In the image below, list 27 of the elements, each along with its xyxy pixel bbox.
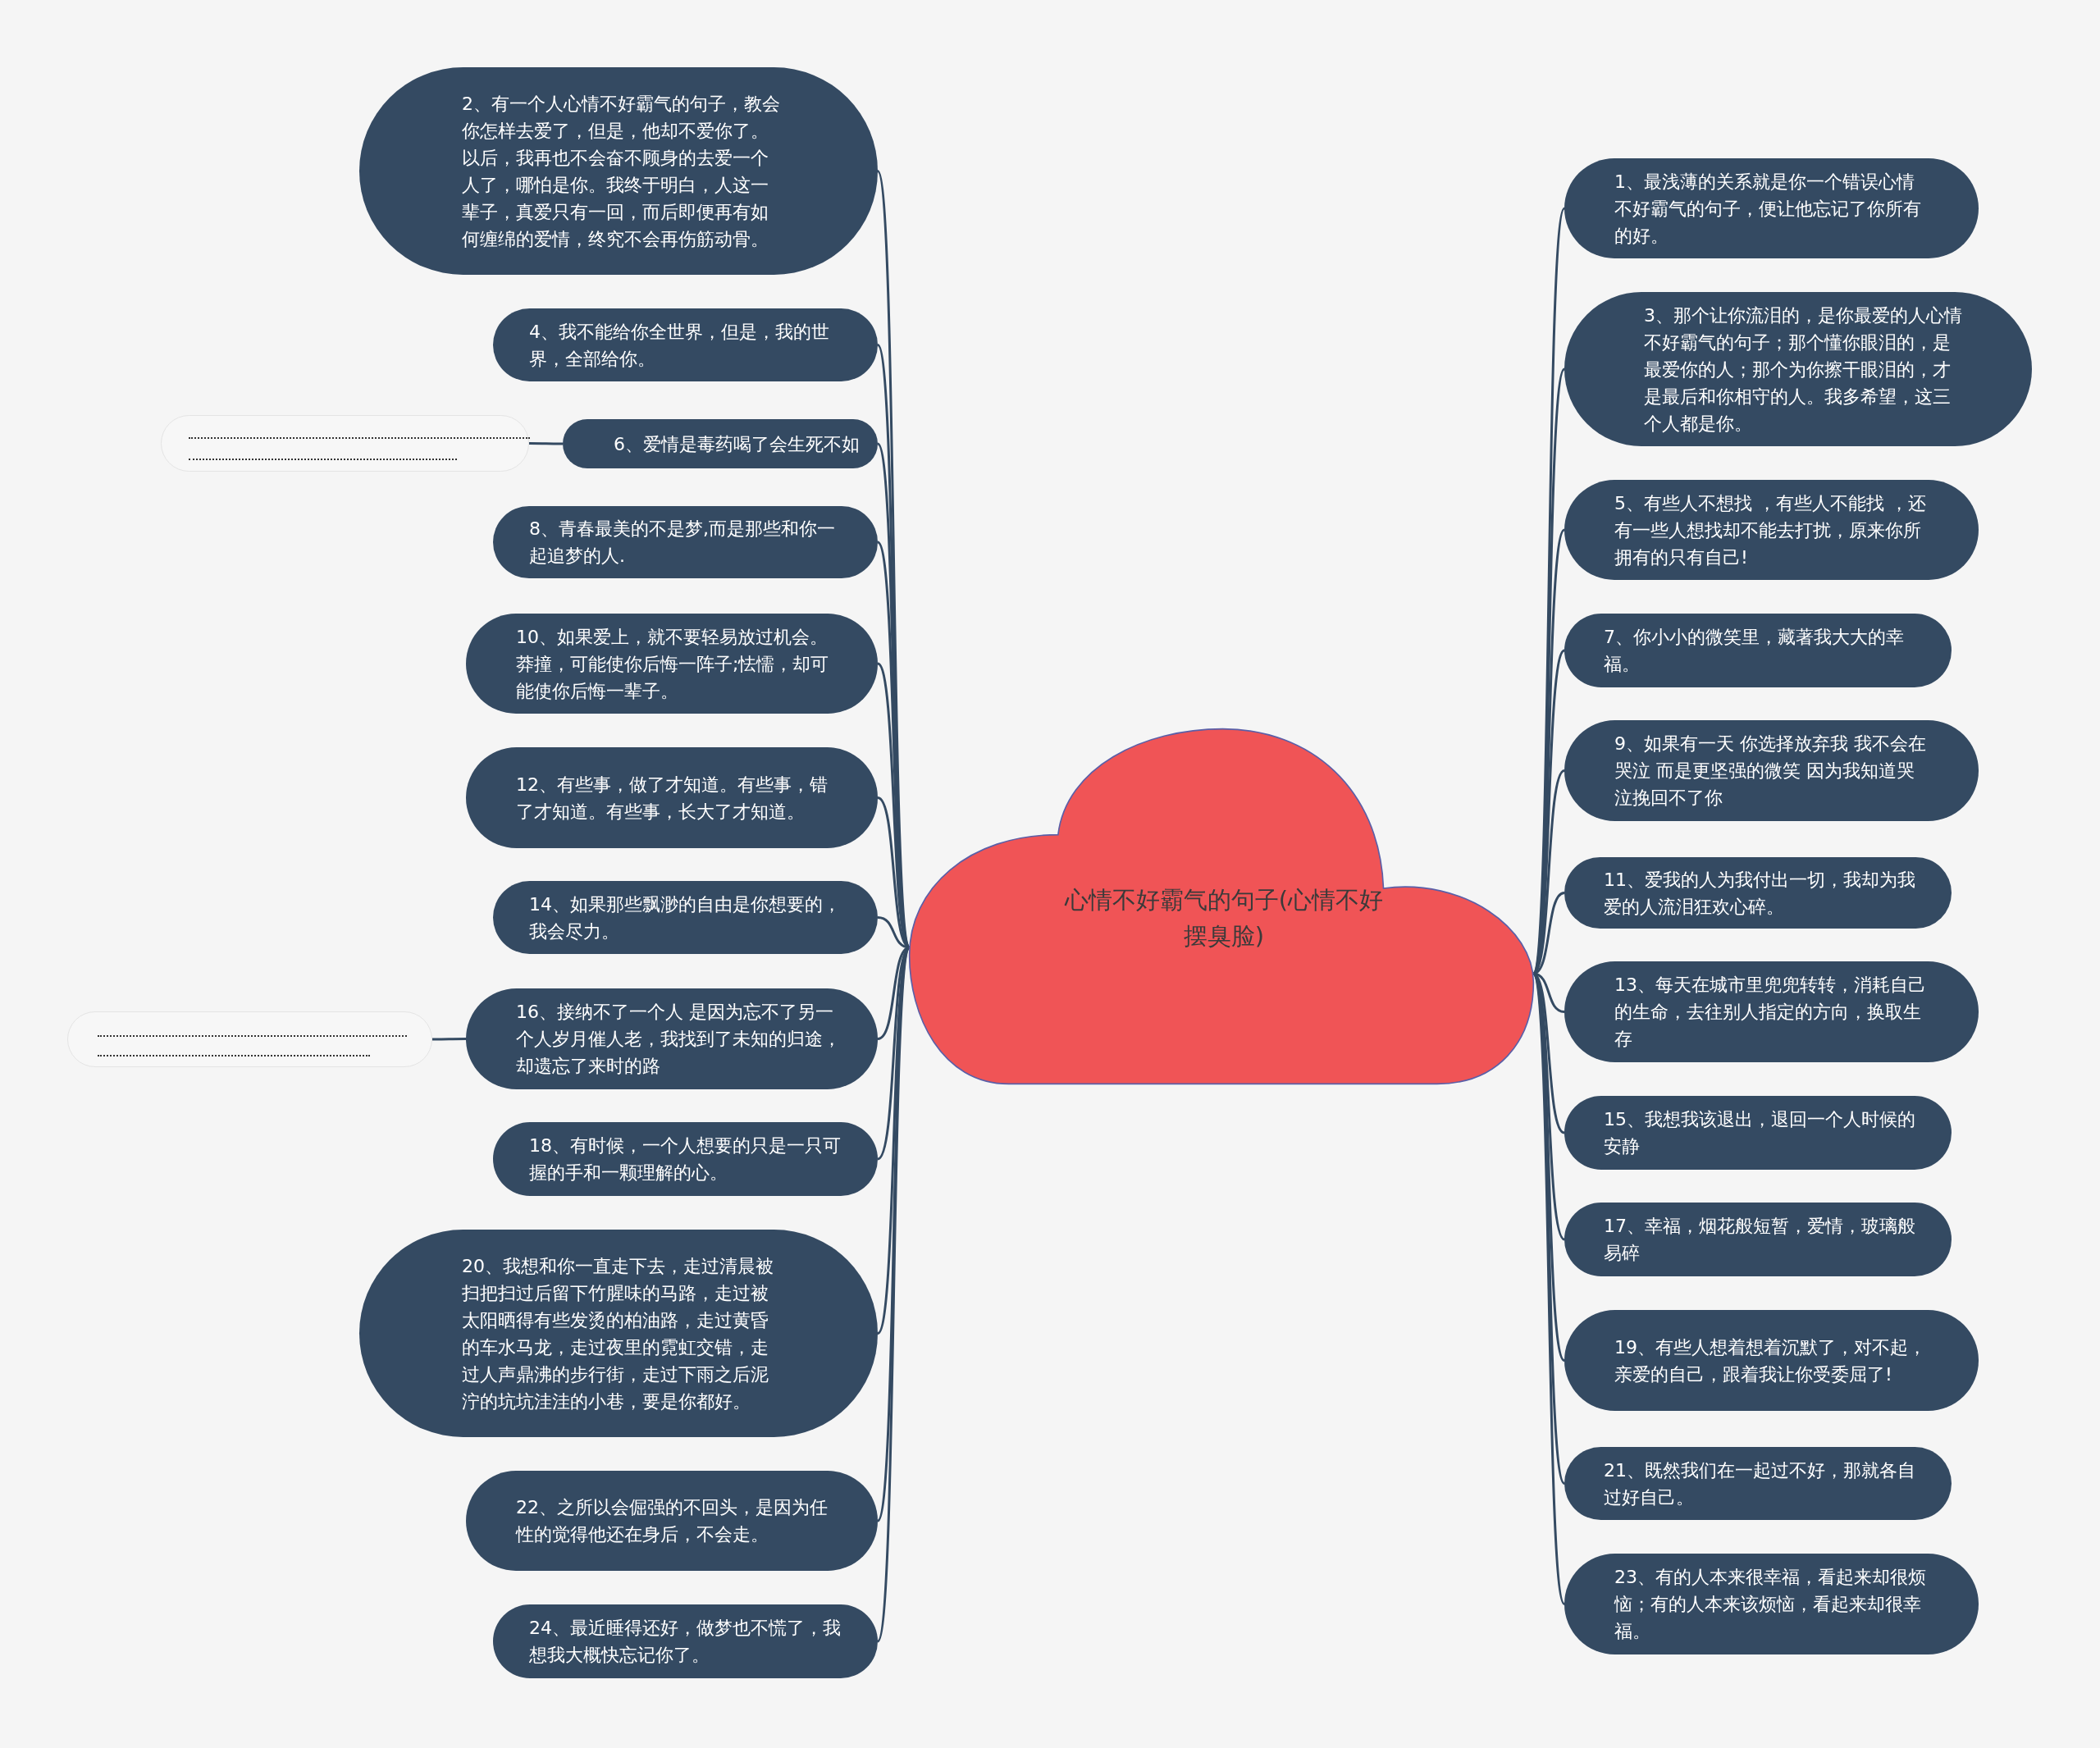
topic-box: 13、每天在城市里兜兜转转，消耗自己的生命，去往别人指定的方向，换取生存 [1564, 961, 1979, 1062]
topic-box: 24、最近睡得还好，做梦也不慌了，我想我大概快忘记你了。 [493, 1604, 878, 1678]
topic-box: 1、最浅薄的关系就是你一个错误心情不好霸气的句子，便让他忘记了你所有的好。 [1564, 158, 1979, 258]
topic-box: 10、如果爱上，就不要轻易放过机会。莽撞，可能使你后悔一阵子;怯懦，却可能使你后悔一辈子。 [466, 614, 878, 714]
topic-box: 8、青春最美的不是梦,而是那些和你一起追梦的人. [493, 506, 878, 578]
topic-box: 7、你小小的微笑里，藏著我大大的幸福。 [1564, 614, 1952, 687]
connector-line [529, 442, 563, 445]
topic-box: 19、有些人想着想着沉默了，对不起，亲爱的自己，跟着我让你受委屈了! [1564, 1310, 1979, 1411]
topic-box: 14、如果那些飘渺的自由是你想要的，我会尽力。 [493, 881, 878, 954]
topic-box: 5、有些人不想找 ，有些人不能找 ，还有一些人想找却不能去打扰，原来你所拥有的只有自己! [1564, 480, 1979, 580]
topic-box: 4、我不能给你全世界，但是，我的世界，全部给你。 [493, 308, 878, 381]
topic-box: 6、爱情是毒药喝了会生死不如 [563, 419, 878, 468]
topic-box: 22、之所以会倔强的不回头，是因为任性的觉得他还在身后，不会走。 [466, 1471, 878, 1571]
topic-box: 9、如果有一天 你选择放弃我 我不会在哭泣 而是更坚强的微笑 因为我知道哭泣挽回不了你 [1564, 720, 1979, 821]
topic-box: 17、幸福，烟花般短暂，爱情，玻璃般易碎 [1564, 1203, 1952, 1276]
connector-line [432, 1038, 466, 1041]
topic-box: 3、那个让你流泪的，是你最爱的人心情不好霸气的句子；那个懂你眼泪的，是最爱你的人；那个为你擦干眼泪的，才是最后和你相守的人。我多希望，这三个人都是你。 [1564, 292, 2032, 446]
topic-box: 2、有一个人心情不好霸气的句子，教会你怎样去爱了，但是，他却不爱你了。以后，我再也不会奋不顾身的去爱一个人了，哪怕是你。我终于明白，人这一辈子，真爱只有一回，而后即便再有如何缠绵的爱情，终究不会再伤筋动骨。 [359, 67, 878, 275]
topic-box: 20、我想和你一直走下去，走过清晨被扫把扫过后留下竹腥味的马路，走过被太阳晒得有些发烫的柏油路，走过黄昏的车水马龙，走过夜里的霓虹交错，走过人声鼎沸的步行街，走过下雨之后泥泞的坑坑洼洼的小巷，要是你都好。 [359, 1230, 878, 1437]
topic-box: 18、有时候，一个人想要的只是一只可握的手和一颗理解的心。 [493, 1122, 878, 1196]
topic-box: 23、有的人本来很幸福，看起来却很烦恼；有的人本来该烦恼，看起来却很幸福。 [1564, 1554, 1979, 1654]
topic-box: 15、我想我该退出，退回一个人时候的安静 [1564, 1096, 1952, 1170]
cloud-shape: 心情不好霸气的句子(心情不好摆臭脸) [908, 728, 1535, 1085]
topic-box: 21、既然我们在一起过不好，那就各自过好自己。 [1564, 1447, 1952, 1520]
topic-box: 12、有些事，做了才知道。有些事，错了才知道。有些事，长大了才知道。 [466, 747, 878, 848]
topic-box: 11、爱我的人为我付出一切，我却为我爱的人流泪狂欢心碎。 [1564, 857, 1952, 929]
topic-box: 16、接纳不了一个人 是因为忘不了另一个人岁月催人老，我找到了未知的归途，却遗忘了来时的路 [466, 988, 878, 1089]
